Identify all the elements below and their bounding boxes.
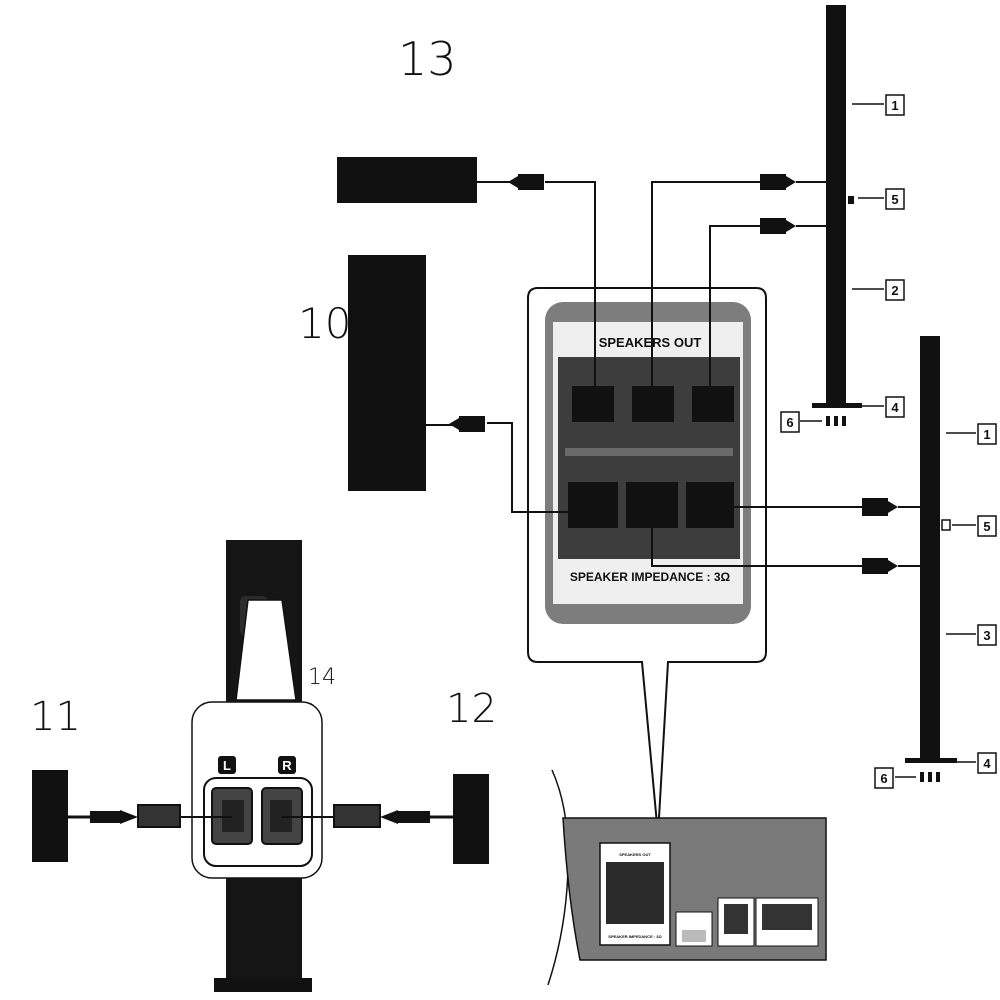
callout-bottom-5-box [977,515,997,537]
callout-top-4-box [885,396,905,418]
wireless-module-foot [214,978,312,992]
rear-cables [68,804,453,828]
callout-top-6: 6 [786,415,793,430]
callout-top-5-box [885,188,905,210]
speakers-out-panel: SPEAKERS OUT SPEAKER IMPEDANCE : 3Ω [527,287,767,836]
callout-bottom-3-box [977,624,997,646]
stand-base-bottom [905,758,957,763]
plug-top-2 [760,218,786,234]
plug-front-speaker [518,174,544,190]
callout-top-2: 2 [891,283,898,298]
callouts-bottom [874,423,997,789]
rear-impedance-label: SPEAKER IMPEDANCE : 3Ω [608,934,662,939]
plug-bottom-1 [862,498,888,516]
module-badge-l [218,756,236,774]
wireless-module: 14 L R [191,540,336,992]
main-unit-rear: SPEAKERS OUT SPEAKER IMPEDANCE : 3Ω [547,769,827,986]
callout-top-6-box [780,411,800,433]
callout-bottom-5: 5 [983,519,990,534]
callout-bottom-1: 1 [983,427,990,442]
terminal-surround-right [686,482,734,528]
stand-clip-bottom [941,519,951,531]
terminal-center [692,386,734,422]
callouts-top [780,94,905,433]
label-front-speakers: 13 [398,32,457,86]
callout-top-1: 1 [891,98,898,113]
rear-right-speaker-box [453,774,489,864]
speaker-stand-top [812,5,862,426]
terminal-surround-center [568,482,618,528]
callout-top-5: 5 [891,192,898,207]
callout-bottom-3: 3 [983,628,990,643]
stand-screws-bottom [920,772,940,782]
label-wireless-module: 14 [308,665,336,690]
callout-bottom-4: 4 [983,756,991,771]
callout-bottom-4-box [977,752,997,774]
callout-bottom-6-box [874,767,894,789]
rear-speakers-out-label: SPEAKERS OUT [619,852,651,857]
label-rear-right-speaker: 12 [446,686,497,732]
plug-bottom-2 [862,558,888,574]
stand-pole-bottom [920,336,940,760]
plugs [449,174,898,574]
panel-title: SPEAKERS OUT [599,335,702,350]
stand-pole-top [826,5,846,405]
module-label-l: L [223,758,231,773]
label-center-speaker: 10 [298,299,351,348]
module-badge-r [278,756,296,774]
front-speaker-box [337,157,477,203]
callout-top-2-box [885,279,905,301]
panel-impedance: SPEAKER IMPEDANCE : 3Ω [570,570,731,584]
center-speaker-box [348,255,426,491]
stand-clip-top [848,196,854,204]
callout-top-1-box [885,94,905,116]
stand-base-top [812,403,862,408]
callout-bottom-1-box [977,423,997,445]
callout-top-4: 4 [891,400,899,415]
module-label-r: R [282,758,292,773]
label-rear-left-speaker: 11 [30,694,81,740]
rear-left-speaker-box [32,770,68,862]
plug-top-1 [760,174,786,190]
speaker-stand-bottom [905,336,957,782]
stand-screws-top [826,416,846,426]
terminal-front-left [572,386,614,422]
callout-bottom-6: 6 [880,771,887,786]
plug-center-speaker [459,416,485,432]
